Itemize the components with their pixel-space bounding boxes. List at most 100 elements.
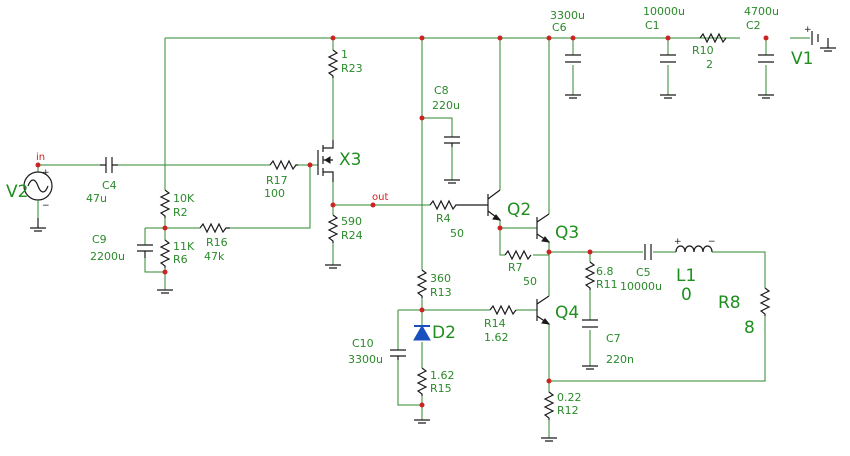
resistor-r23 xyxy=(327,49,339,78)
resistor-r6 xyxy=(159,239,171,268)
junction-dot xyxy=(162,269,168,275)
c5-value: 10000u xyxy=(620,280,662,293)
r13-ref: R13 xyxy=(430,286,452,299)
bjt-q4-legs xyxy=(536,295,550,325)
c4-ref: C4 xyxy=(102,179,117,192)
junction-dot xyxy=(330,202,336,208)
diode-d2 xyxy=(413,298,431,341)
v2-ref: V2 xyxy=(6,182,28,202)
junction-dot xyxy=(419,307,425,313)
junction-dot xyxy=(546,35,552,41)
mosfet-x3 xyxy=(317,140,334,182)
r16-value: 47k xyxy=(204,250,225,263)
r12-value: 0.22 xyxy=(557,391,582,404)
resistor-r10 xyxy=(699,32,727,44)
junction-dot xyxy=(587,249,593,255)
junction-dot xyxy=(330,35,336,41)
c7-ref: C7 xyxy=(606,332,621,345)
resistor-r8 xyxy=(759,287,771,316)
grounds xyxy=(30,38,836,442)
capacitor-c5 xyxy=(644,244,652,260)
resistor-r17 xyxy=(269,159,298,171)
battery-plus-sign: + xyxy=(804,25,812,35)
capacitor-c2 xyxy=(758,54,774,63)
source-minus-sign: − xyxy=(42,201,50,211)
resistors xyxy=(159,32,771,420)
ground-symbol xyxy=(758,94,774,99)
junction-dot xyxy=(497,35,503,41)
capacitors xyxy=(100,54,774,360)
junction-dot xyxy=(497,225,503,231)
c1-value: 10000u xyxy=(643,5,685,18)
bjt-q4 xyxy=(536,295,551,325)
junction-dot xyxy=(546,378,552,384)
junction-dot xyxy=(35,162,41,168)
c5-ref: C5 xyxy=(636,266,651,279)
q2-ref: Q2 xyxy=(507,200,531,220)
c8-ref: C8 xyxy=(434,84,449,97)
r6-ref: R6 xyxy=(173,253,188,266)
r4-value: 50 xyxy=(450,227,464,240)
q3-ref: Q3 xyxy=(555,223,579,243)
junction-dot xyxy=(665,35,671,41)
inductor-l1-coil xyxy=(675,245,713,253)
component-labels: V2 V1 X3 Q2 Q3 Q4 D2 L1 0 R8 8 1 R23 C4 … xyxy=(6,5,813,417)
c9-value: 2200u xyxy=(90,250,125,263)
resistor-r16 xyxy=(199,222,230,234)
diode-d2-body xyxy=(413,324,431,341)
capacitor-c1 xyxy=(660,54,676,63)
c10-value: 3300u xyxy=(348,353,383,366)
c1-ref: C1 xyxy=(645,19,660,32)
net-label-in: in xyxy=(36,152,45,163)
wire-r8-bottom xyxy=(549,316,766,382)
ground-symbol xyxy=(325,264,341,269)
wire-c9-bottom xyxy=(144,258,165,273)
capacitor-c8 xyxy=(444,136,460,147)
c8-value: 220u xyxy=(432,99,460,112)
r24-ref: R24 xyxy=(341,229,363,242)
capacitor-c7 xyxy=(582,319,598,328)
bjt-q2-legs xyxy=(487,189,501,221)
source-v2-sine xyxy=(27,179,49,193)
junction-dot xyxy=(570,35,576,41)
bjt-q2-base xyxy=(458,194,489,216)
inductor-minus-sign: − xyxy=(708,237,716,247)
junction-dot xyxy=(162,225,168,231)
junction-dot xyxy=(307,162,313,168)
ground-symbol xyxy=(660,94,676,99)
r11-ref: R11 xyxy=(596,278,618,291)
r12-ref: R12 xyxy=(557,404,579,417)
r24-value: 590 xyxy=(341,215,362,228)
r7-value: 50 xyxy=(523,275,537,288)
junction-dot xyxy=(419,115,425,121)
bjt-q4-arrow xyxy=(541,318,551,325)
wire-r16-feedback xyxy=(230,165,311,229)
resistor-r15 xyxy=(416,367,428,396)
bjt-q3 xyxy=(536,213,551,243)
r14-ref: R14 xyxy=(484,317,506,330)
capacitor-c4 xyxy=(100,157,118,173)
ground-symbol xyxy=(565,94,581,99)
bjt-q3-arrow xyxy=(541,236,551,243)
r7-ref: R7 xyxy=(508,261,523,274)
wire-l1-r8 xyxy=(712,251,766,288)
resistor-r13 xyxy=(416,269,428,298)
c2-value: 4700u xyxy=(744,5,779,18)
junction-dot xyxy=(419,35,425,41)
r2-ref: R2 xyxy=(173,206,188,219)
r8-ref: R8 xyxy=(718,293,741,313)
junction-dot xyxy=(419,402,425,408)
c6-value: 3300u xyxy=(550,9,585,22)
c2-ref: C2 xyxy=(746,19,761,32)
r8-value: 8 xyxy=(744,318,755,338)
r4-ref: R4 xyxy=(436,212,451,225)
ground-symbol xyxy=(444,179,460,184)
capacitor-c10 xyxy=(390,349,406,360)
junction-dots xyxy=(35,35,769,408)
r15-ref: R15 xyxy=(430,382,452,395)
r16-ref: R16 xyxy=(206,236,228,249)
resistor-r11 xyxy=(584,261,596,290)
ground-symbol xyxy=(30,218,46,232)
wire-c10 xyxy=(397,309,422,406)
